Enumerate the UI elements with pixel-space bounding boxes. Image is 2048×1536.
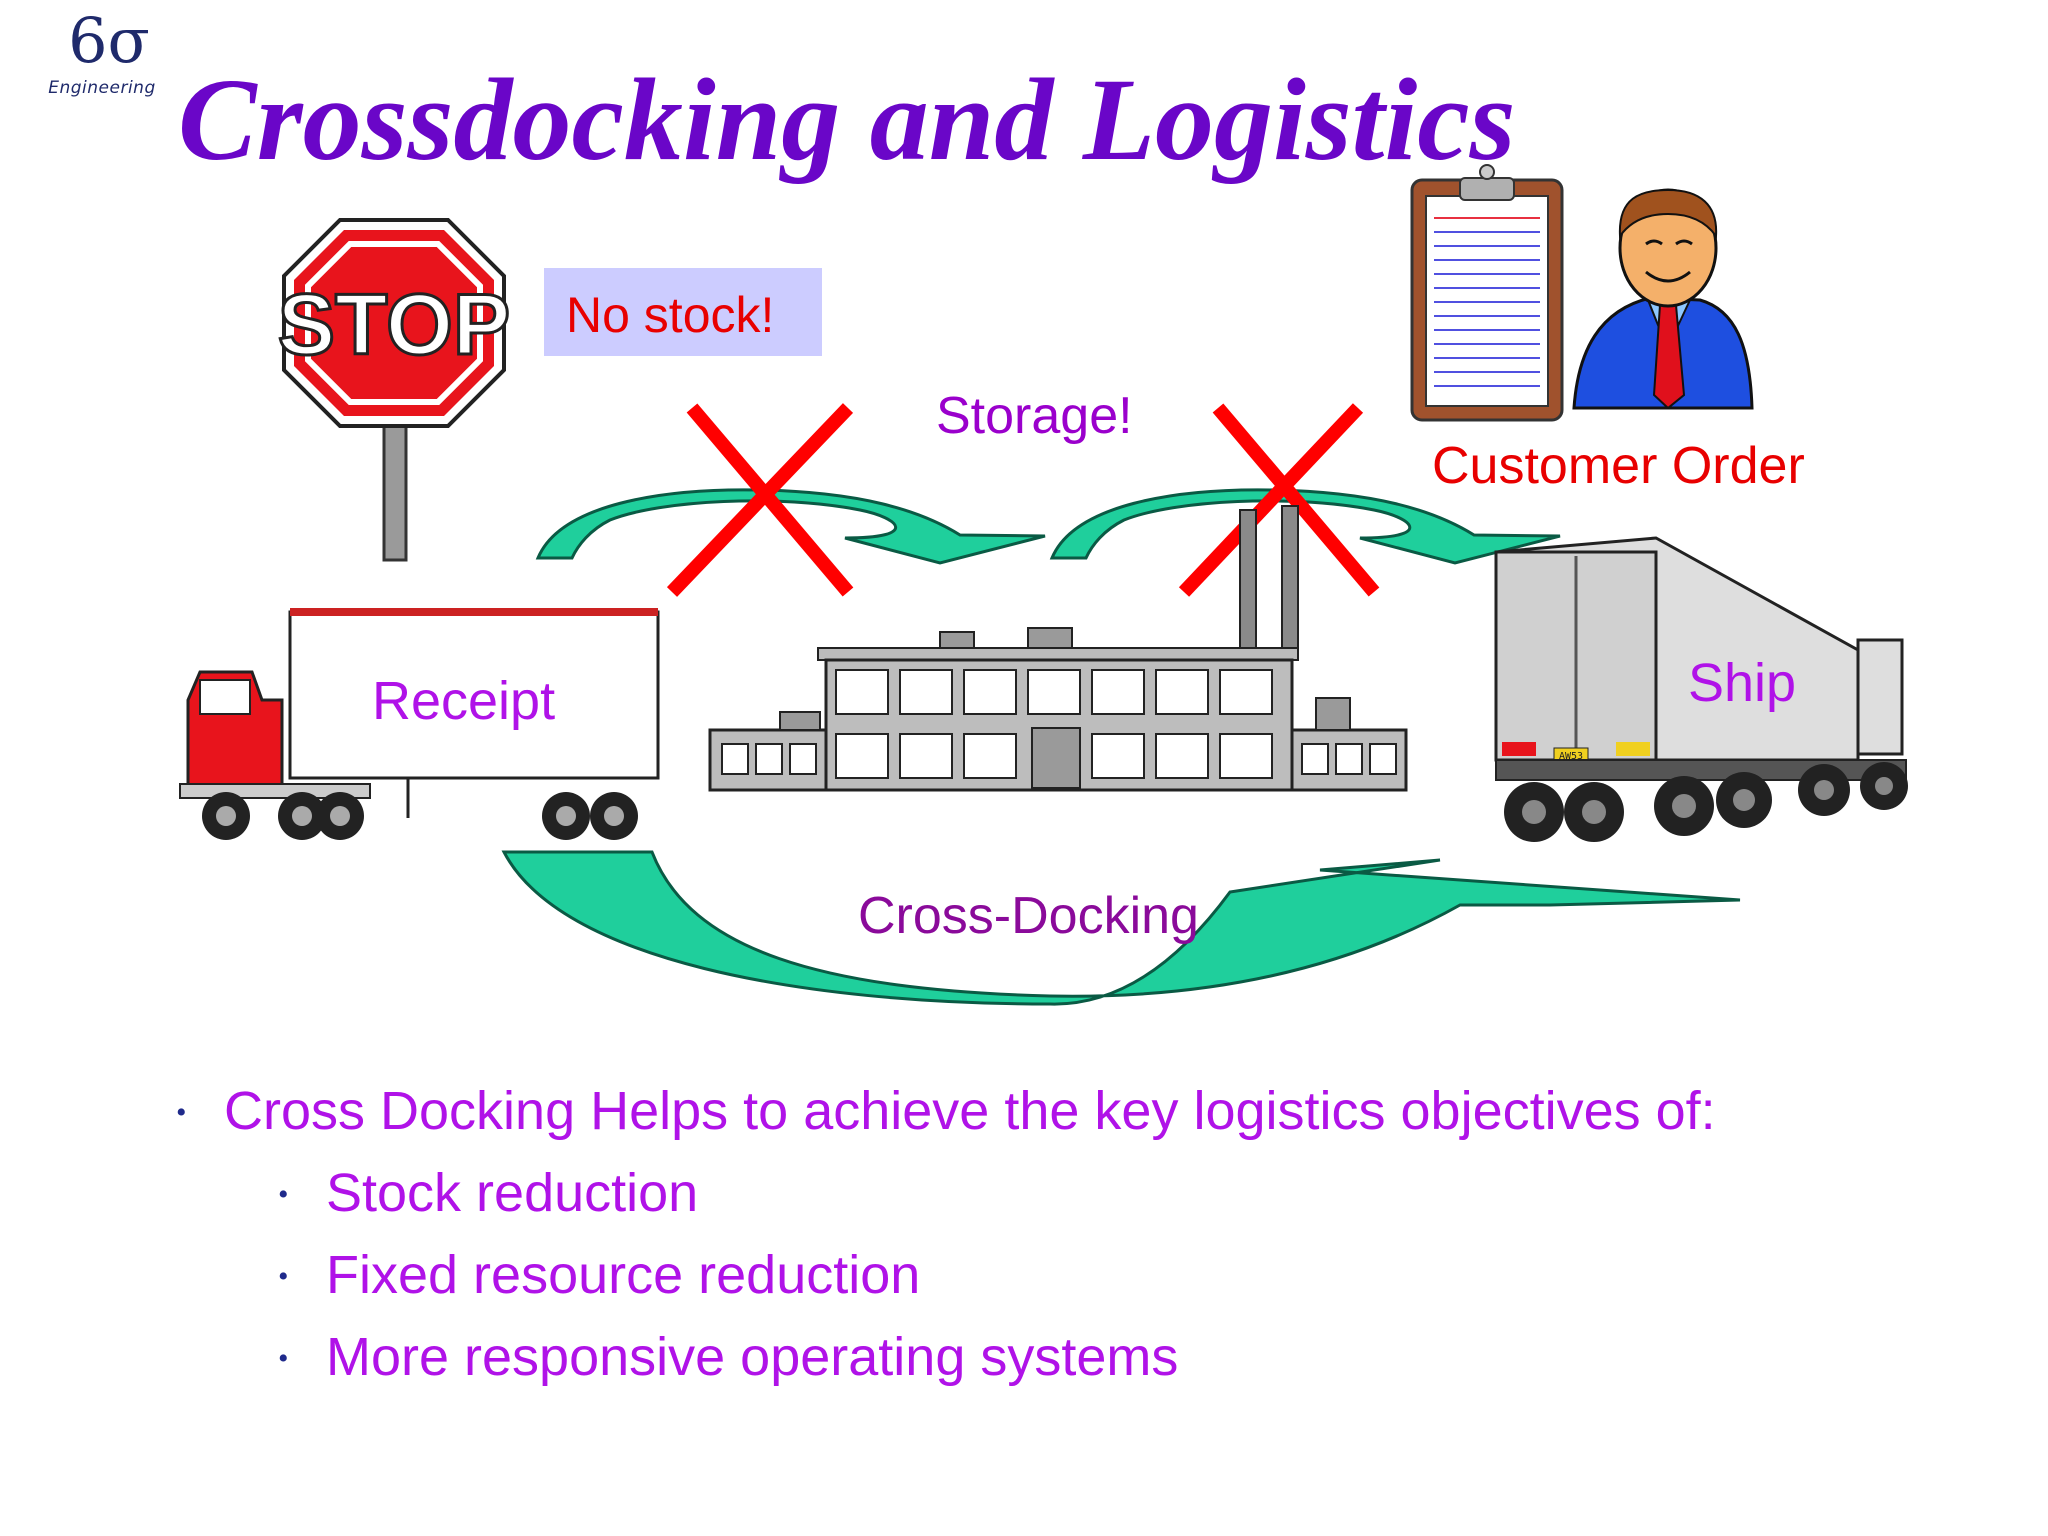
- upper-arrow-left: [535, 488, 1046, 565]
- bullet-main: Cross Docking Helps to achieve the key l…: [224, 1081, 1716, 1141]
- warehouse-factory-icon: [708, 505, 1408, 792]
- customer-order-label: Customer Order: [1432, 437, 1805, 495]
- receipt-label: Receipt: [372, 671, 556, 731]
- ship-truck-icon: [1494, 536, 1908, 842]
- storage-label: Storage!: [936, 387, 1133, 445]
- stop-sign-icon: [282, 218, 506, 562]
- license-plate-text: AW53: [1559, 751, 1583, 762]
- ship-label: Ship: [1688, 653, 1797, 713]
- bullet-dot-sub-1: •: [278, 1178, 289, 1211]
- clipboard-icon: [1410, 164, 1564, 422]
- receipt-truck-icon: [179, 608, 660, 840]
- no-stock-box: [544, 268, 822, 356]
- slide-title: Crossdocking and Logistics: [178, 54, 1516, 185]
- bullet-dot-main: •: [176, 1096, 187, 1129]
- bullet-sub-1: Stock reduction: [326, 1163, 699, 1223]
- cross-mark-icon-left: [666, 403, 854, 597]
- six-sigma-logo: 6σ: [68, 4, 150, 77]
- customer-man-icon: [1572, 188, 1754, 410]
- bullet-sub-3: More responsive operating systems: [326, 1327, 1179, 1387]
- cross-docking-arrow: [501, 850, 1741, 1006]
- no-stock-label: No stock!: [566, 287, 775, 343]
- bullet-dot-sub-2: •: [278, 1260, 289, 1293]
- cross-mark-icon-right: [1178, 403, 1380, 597]
- logo-subtitle: Engineering: [48, 78, 156, 98]
- upper-arrow-right: [1049, 488, 1561, 565]
- bullet-sub-2: Fixed resource reduction: [326, 1245, 921, 1305]
- cross-docking-label: Cross-Docking: [858, 887, 1199, 945]
- bullet-dot-sub-3: •: [278, 1342, 289, 1375]
- stop-sign-text: STOP: [278, 277, 511, 373]
